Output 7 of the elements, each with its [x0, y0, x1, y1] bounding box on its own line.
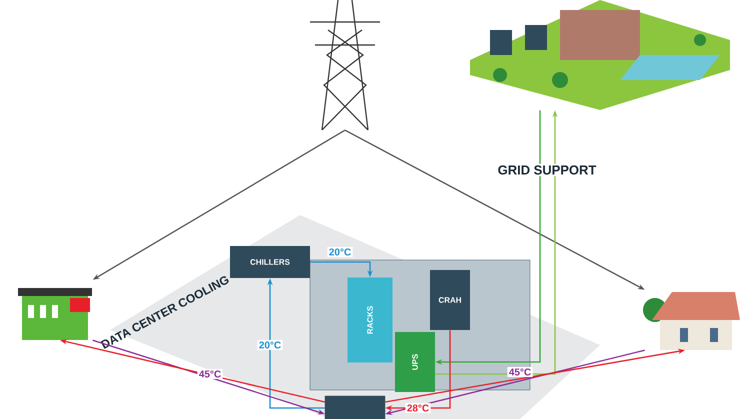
house-drawing: [643, 292, 740, 350]
edge-label: 45°C: [197, 368, 223, 380]
heat-exchanger-box: [324, 396, 386, 419]
shop-drawing: [18, 288, 92, 340]
transmission-tower-drawing: [309, 0, 381, 131]
power-plant-drawing: [470, 0, 730, 110]
edge-label: GRID SUPPORT: [496, 164, 598, 176]
